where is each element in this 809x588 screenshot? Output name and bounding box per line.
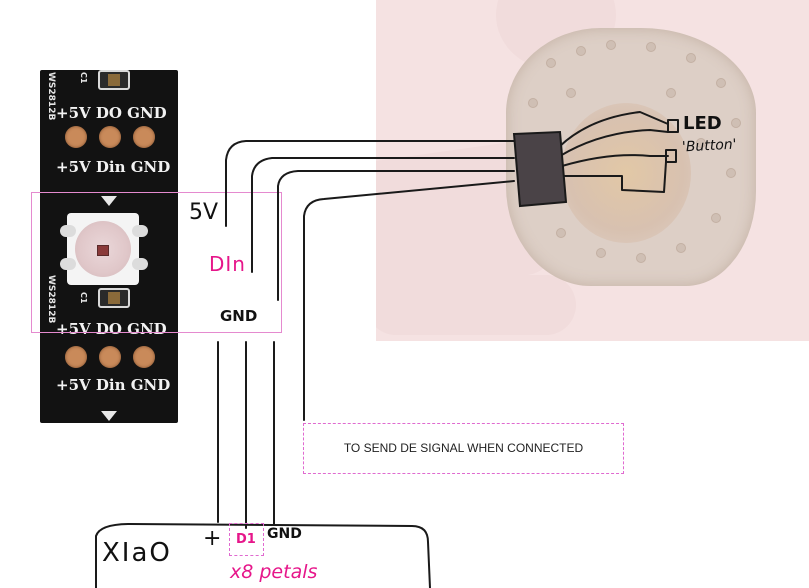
wire-5v xyxy=(225,140,515,227)
pin-label-5v: 5V xyxy=(189,200,219,225)
direction-arrow-icon xyxy=(101,196,117,206)
solder-pad xyxy=(65,126,87,148)
petal-trace xyxy=(559,111,669,147)
wire-din xyxy=(251,157,515,273)
xiao-pin-gnd: GND xyxy=(267,526,302,542)
wire-gnd xyxy=(277,170,515,301)
xiao-pin-plus: + xyxy=(203,526,222,551)
pad-labels-row3: +5V Din GND xyxy=(56,376,171,394)
pad-labels-top: +5V DO GND xyxy=(56,104,167,122)
led-strip-photo: WS2812B C1 +5V DO GND +5V Din GND WS2812… xyxy=(40,70,178,423)
capacitor xyxy=(98,70,130,90)
solder-pad xyxy=(99,346,121,368)
solder-pad xyxy=(99,126,121,148)
petal-trace xyxy=(563,161,667,193)
d1-highlight-box xyxy=(229,523,264,556)
petal-count-label: x8 petals xyxy=(230,561,318,583)
signal-note-box: TO SEND DE SIGNAL WHEN CONNECTED xyxy=(303,423,624,474)
led-selection-box xyxy=(31,192,282,333)
xiao-label: XIaO xyxy=(102,538,172,568)
button-pad-shape xyxy=(665,149,677,163)
petal-trace xyxy=(561,154,669,167)
led-pad-shape xyxy=(667,119,679,133)
ws2812b-led xyxy=(67,213,139,285)
petal-label-led: LED xyxy=(683,113,722,134)
petal-label-button: 'Button' xyxy=(681,136,737,156)
wire-connector xyxy=(512,130,568,208)
solder-pad xyxy=(65,346,87,368)
pad-labels-row2: +5V DO GND xyxy=(56,320,167,338)
pin-label-din: DIn xyxy=(209,252,246,276)
pin-label-gnd: GND xyxy=(220,307,258,325)
xiao-outline xyxy=(95,523,431,588)
petal-trace xyxy=(559,129,669,157)
signal-note-text: TO SEND DE SIGNAL WHEN CONNECTED xyxy=(343,441,584,455)
solder-pad xyxy=(133,346,155,368)
wire-signal xyxy=(303,180,515,421)
pad-labels-row1: +5V Din GND xyxy=(56,158,171,176)
direction-arrow-icon xyxy=(101,411,117,421)
finger-shape xyxy=(376,275,576,335)
capacitor xyxy=(98,288,130,308)
xiao-pin-d1: D1 xyxy=(236,532,256,547)
solder-pad xyxy=(133,126,155,148)
